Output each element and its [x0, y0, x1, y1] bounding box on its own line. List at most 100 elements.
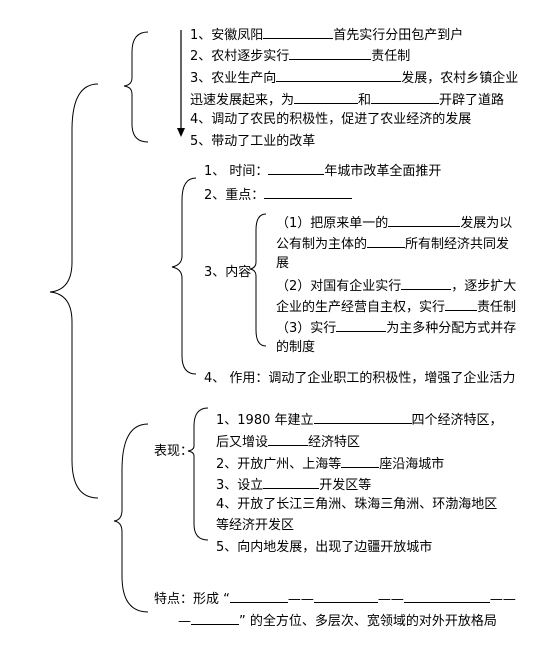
- urban-effect: 4、 作用：调动了企业职工的积极性，增强了企业活力: [204, 371, 515, 387]
- text-segment: 5、向内地发展，出现了边疆开放城市: [216, 540, 433, 555]
- expression-brace: [187, 407, 209, 541]
- fill-in-blank[interactable]: [229, 590, 288, 603]
- rural-line-6: 5、带动了工业的改革: [190, 134, 315, 150]
- fill-in-blank[interactable]: [367, 235, 406, 248]
- fill-in-blank[interactable]: [403, 590, 490, 603]
- text-segment: 4、调动了农民的积极性，促进了农业经济的发展: [190, 112, 472, 127]
- opening-line-7: 5、向内地发展，出现了边疆开放城市: [216, 540, 432, 556]
- text-segment: 3、设立: [216, 478, 264, 493]
- fill-in-blank[interactable]: [264, 186, 353, 199]
- text-segment: 的制度: [276, 340, 316, 355]
- text-segment: 企业的生产经营自主权，实行: [276, 300, 446, 315]
- rural-line-1: 1、安徽凤阳 首先实行分田包产到户: [190, 26, 463, 44]
- urban-content-label: 3、内容: [204, 265, 252, 280]
- rural-line-2: 2、农村逐步实行 责任制: [190, 47, 410, 65]
- fill-in-blank[interactable]: [263, 26, 334, 39]
- text-segment: 发展，农村乡镇企业: [401, 71, 519, 86]
- fill-in-blank[interactable]: [401, 277, 452, 290]
- opening-feature-line-1: 特点：形成 “ —— —— ——: [154, 590, 516, 608]
- opening-feature-line-2: — ” 的全方位、多层次、宽领域的对外开放格局: [178, 612, 497, 630]
- fill-in-blank[interactable]: [276, 69, 402, 82]
- text-segment: ” 的全方位、多层次、宽领域的对外开放格局: [239, 614, 497, 629]
- text-segment: 发展为以: [460, 216, 513, 231]
- text-segment: （3）实行: [276, 321, 337, 336]
- text-segment: 开辟了道路: [439, 93, 505, 108]
- text-segment: 等经济开发区: [216, 518, 295, 533]
- opening-line-1: 1、1980 年建立 四个经济特区，: [216, 411, 503, 429]
- text-segment: 责任制: [371, 49, 411, 64]
- text-segment: ，逐步扩大: [451, 279, 517, 294]
- text-segment: 4、开放了长江三角洲、珠海三角洲、环渤海地区: [216, 497, 498, 512]
- text-segment: 年城市改革全面推开: [324, 164, 442, 179]
- fill-in-blank[interactable]: [336, 319, 387, 332]
- content-line-4: （2）对国有企业实行 ，逐步扩大: [276, 277, 516, 295]
- opening-line-2: 后又增设 经济特区: [216, 433, 360, 451]
- text-segment: ——: [287, 592, 314, 607]
- text-segment: 1、安徽凤阳: [190, 28, 264, 43]
- content-line-6: （3）实行 为主多种分配方式并存: [276, 319, 516, 337]
- text-segment: 四个经济特区，: [411, 413, 503, 428]
- text-segment: 和: [358, 93, 372, 108]
- content-brace: [249, 213, 267, 347]
- text-segment: （2）对国有企业实行: [276, 279, 402, 294]
- fill-in-blank[interactable]: [289, 47, 372, 60]
- opening-line-4: 3、设立 开发区等: [216, 476, 371, 494]
- fill-in-blank[interactable]: [388, 214, 461, 227]
- text-segment: 特点：形成 “: [154, 592, 230, 607]
- text-segment: 所有制经济共同发: [405, 237, 510, 252]
- fill-in-blank[interactable]: [371, 91, 440, 104]
- content-line-1: （1）把原来单一的 发展为以: [276, 214, 512, 232]
- fill-in-blank[interactable]: [313, 411, 412, 424]
- text-segment: 座沿海城市: [379, 457, 445, 472]
- fill-in-blank[interactable]: [268, 162, 325, 175]
- urban-time: 1、 时间： 年城市改革全面推开: [204, 162, 441, 180]
- fill-in-blank[interactable]: [313, 590, 378, 603]
- text-segment: ——: [377, 592, 404, 607]
- rural-brace: [123, 31, 149, 143]
- text-segment: 1、1980 年建立: [216, 413, 314, 428]
- opening-label: 表现：: [154, 444, 194, 459]
- rural-line-3: 3、农业生产向 发展，农村乡镇企业: [190, 69, 518, 87]
- text-segment: 为主多种分配方式并存: [386, 321, 517, 336]
- text-segment: ——: [489, 592, 516, 607]
- fill-in-blank[interactable]: [445, 298, 478, 311]
- opening-line-5: 4、开放了长江三角洲、珠海三角洲、环渤海地区: [216, 497, 497, 513]
- opening-line-6: 等经济开发区: [216, 518, 294, 534]
- opening-line-3: 2、开放广州、上海等 座沿海城市: [216, 455, 444, 473]
- opening-brace: [113, 423, 149, 613]
- outer-brace: [49, 83, 99, 499]
- fill-in-blank[interactable]: [268, 433, 309, 446]
- text-segment: 责任制: [477, 300, 517, 315]
- text-segment: 展: [276, 256, 290, 271]
- fill-in-blank[interactable]: [341, 455, 380, 468]
- content-line-5: 企业的生产经营自主权，实行 责任制: [276, 298, 516, 316]
- text-segment: 2、开放广州、上海等: [216, 457, 342, 472]
- rural-line-5: 4、调动了农民的积极性，促进了农业经济的发展: [190, 112, 471, 128]
- text-segment: 公有制为主体的: [276, 237, 368, 252]
- text-segment: 3、农业生产向: [190, 71, 277, 86]
- text-segment: （1）把原来单一的: [276, 216, 389, 231]
- content-line-3: 展: [276, 256, 289, 272]
- text-segment: 迅速发展起来，为: [190, 93, 295, 108]
- text-segment: 经济特区: [308, 435, 361, 450]
- text-segment: —: [178, 614, 191, 629]
- fill-in-blank[interactable]: [263, 476, 320, 489]
- text-segment: 5、带动了工业的改革: [190, 134, 316, 149]
- fill-in-blank[interactable]: [191, 612, 239, 625]
- fill-in-blank[interactable]: [294, 91, 359, 104]
- rural-line-4: 迅速发展起来，为 和 开辟了道路: [190, 91, 504, 109]
- content-line-7: 的制度: [276, 340, 315, 356]
- text-segment: 2、重点：: [204, 188, 265, 203]
- progression-arrow-head: [177, 128, 185, 137]
- text-segment: 1、 时间：: [204, 164, 269, 179]
- urban-focus: 2、重点：: [204, 186, 353, 204]
- text-segment: 4、 作用：调动了企业职工的积极性，增强了企业活力: [204, 371, 516, 386]
- content-line-2: 公有制为主体的 所有制经济共同发: [276, 235, 509, 253]
- text-segment: 首先实行分田包产到户: [333, 28, 464, 43]
- text-segment: 后又增设: [216, 435, 269, 450]
- text-segment: 2、农村逐步实行: [190, 49, 290, 64]
- text-segment: 开发区等: [319, 478, 372, 493]
- urban-brace: [171, 177, 197, 375]
